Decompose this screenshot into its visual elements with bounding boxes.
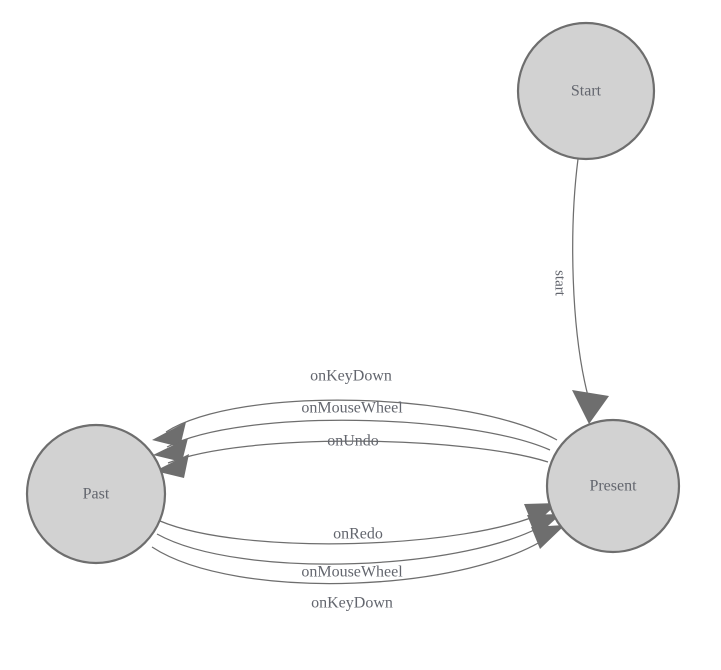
node-past-circle — [25, 423, 167, 565]
edge-present-to-past-onmousewheel[interactable]: onMouseWheel — [153, 400, 551, 462]
edge-path-past-present-2 — [156, 521, 550, 565]
node-start-label: Start — [571, 83, 602, 100]
edge-label-present-past-1: onKeyDown — [310, 368, 392, 385]
arrowhead-present-past-1 — [152, 422, 186, 447]
edge-past-to-present-onredo[interactable]: onRedo — [159, 503, 558, 545]
edge-path-present-past-3 — [167, 440, 549, 464]
edge-present-to-past-onkeydown[interactable]: onKeyDown — [152, 368, 558, 447]
edge-path-present-past-1 — [165, 399, 558, 441]
arrowhead-past-present-3 — [531, 525, 565, 549]
edge-past-to-present-onmousewheel[interactable]: onMouseWheel — [156, 514, 561, 581]
node-start-circle — [516, 21, 656, 161]
edge-start-to-present[interactable]: start — [552, 158, 609, 424]
edge-present-to-past-onundo[interactable]: onUndo — [155, 433, 549, 478]
edge-path-start-present — [572, 158, 589, 397]
edge-past-to-present-onkeydown[interactable]: onKeyDown — [151, 525, 565, 612]
arrowhead-present-past-2 — [153, 438, 188, 462]
arrowhead-present-past-3 — [155, 454, 189, 478]
node-past-label: Past — [83, 486, 110, 503]
node-present-label: Present — [589, 478, 637, 495]
edge-path-present-past-2 — [166, 419, 551, 451]
edge-label-present-past-2: onMouseWheel — [301, 400, 403, 417]
edge-label-past-present-2: onMouseWheel — [301, 564, 403, 581]
edge-label-start: start — [552, 270, 568, 297]
edge-label-past-present-1: onRedo — [333, 526, 383, 543]
edge-label-present-past-3: onUndo — [327, 433, 379, 450]
edge-path-past-present-3 — [151, 532, 555, 585]
arrowhead-start-present — [572, 390, 609, 424]
node-present-circle — [545, 418, 681, 554]
node-present[interactable]: Present — [545, 418, 681, 554]
node-past[interactable]: Past — [25, 423, 167, 565]
edge-label-past-present-3: onKeyDown — [311, 595, 393, 612]
node-start[interactable]: Start — [516, 21, 656, 161]
edge-path-past-present-1 — [159, 511, 546, 545]
